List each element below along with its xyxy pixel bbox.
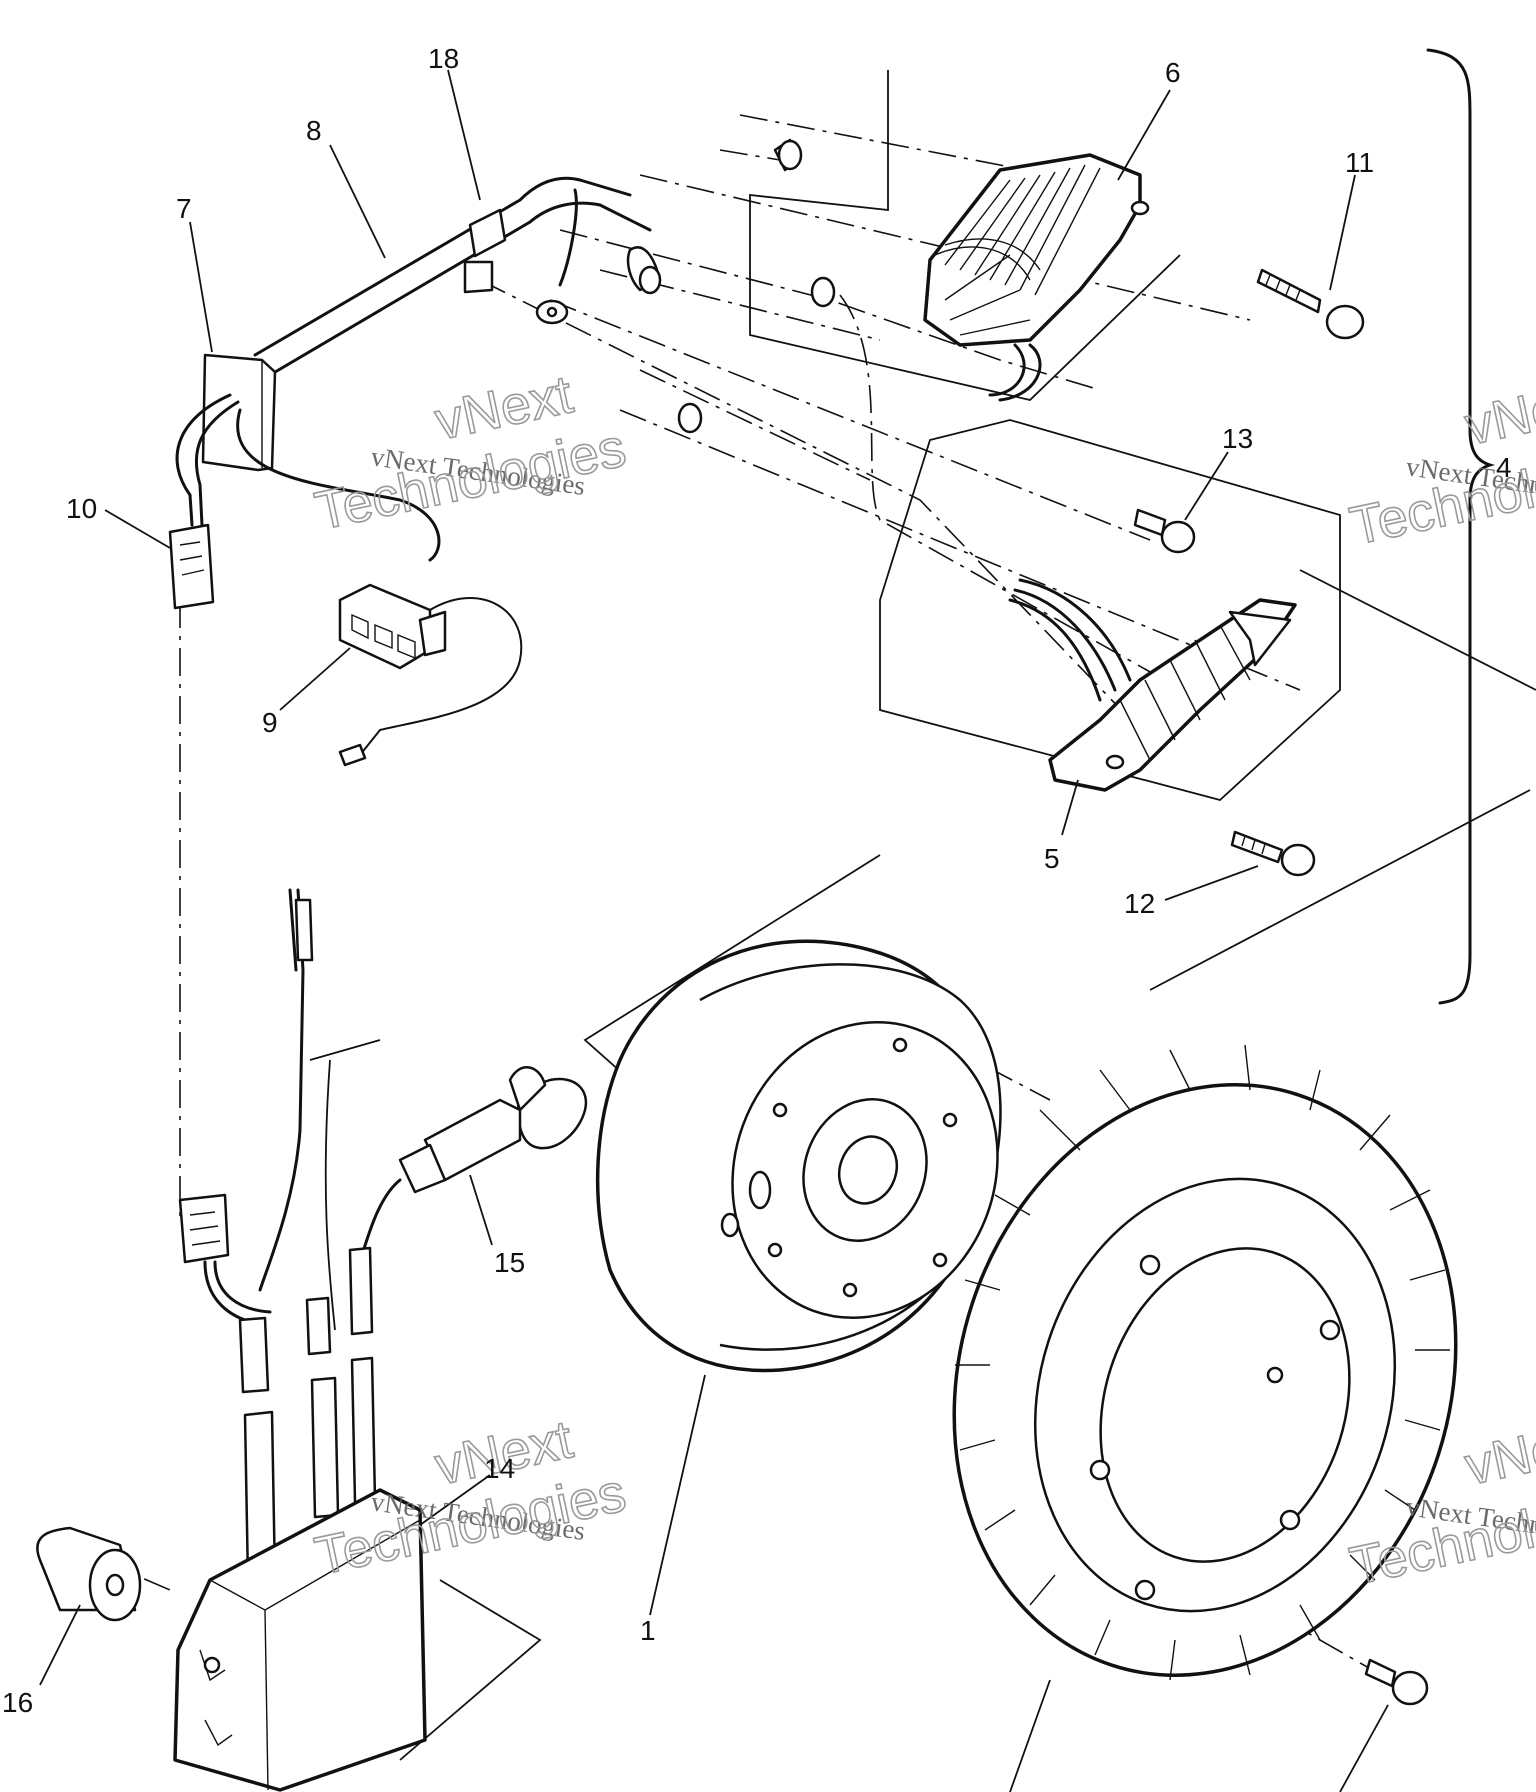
cdi-box-14 (173, 1246, 427, 1792)
callout-13: 13 (1222, 423, 1253, 454)
cooling-fan (952, 1044, 1458, 1681)
spacers (626, 138, 836, 434)
ignition-lead (258, 888, 588, 1292)
callout-6: 6 (1165, 57, 1181, 88)
callout-16: 16 (2, 1687, 33, 1718)
callout-8: 8 (306, 115, 322, 146)
callout-9: 9 (262, 707, 278, 738)
outline-guides (309, 70, 1536, 1761)
callout-11: 11 (1345, 147, 1374, 178)
harness-clamp-tab (463, 260, 494, 294)
callout-7: 7 (176, 193, 192, 224)
connector-9 (338, 583, 523, 767)
flywheel-1 (595, 939, 1002, 1373)
screw-13 (1133, 508, 1196, 554)
callout-15: 15 (494, 1247, 525, 1278)
lower-connector (178, 1193, 272, 1327)
callout-14: 14 (484, 1453, 515, 1484)
connector-10 (168, 483, 215, 610)
coil-6 (923, 153, 1150, 402)
harness-clamp (468, 208, 507, 258)
screw-12 (1230, 830, 1316, 877)
screw-bottom (1364, 1658, 1429, 1706)
wire-harness (175, 176, 652, 562)
callout-1: 1 (640, 1615, 656, 1646)
leader-lines (39, 69, 1389, 1792)
callout-18: 18 (428, 43, 459, 74)
cap-16 (36, 1526, 142, 1622)
callout-5: 5 (1044, 843, 1060, 874)
callout-4: 4 (1496, 452, 1512, 483)
coil-5 (1008, 578, 1297, 792)
callouts: 18 8 7 10 9 6 11 13 4 5 12 15 14 1 16 (2, 43, 1512, 1718)
callout-10: 10 (66, 493, 97, 524)
assembly-bracket (1426, 48, 1496, 1005)
screw-11 (1256, 268, 1365, 340)
callout-12: 12 (1124, 888, 1155, 919)
watermark-outline-4a: vNext (1460, 1409, 1536, 1496)
